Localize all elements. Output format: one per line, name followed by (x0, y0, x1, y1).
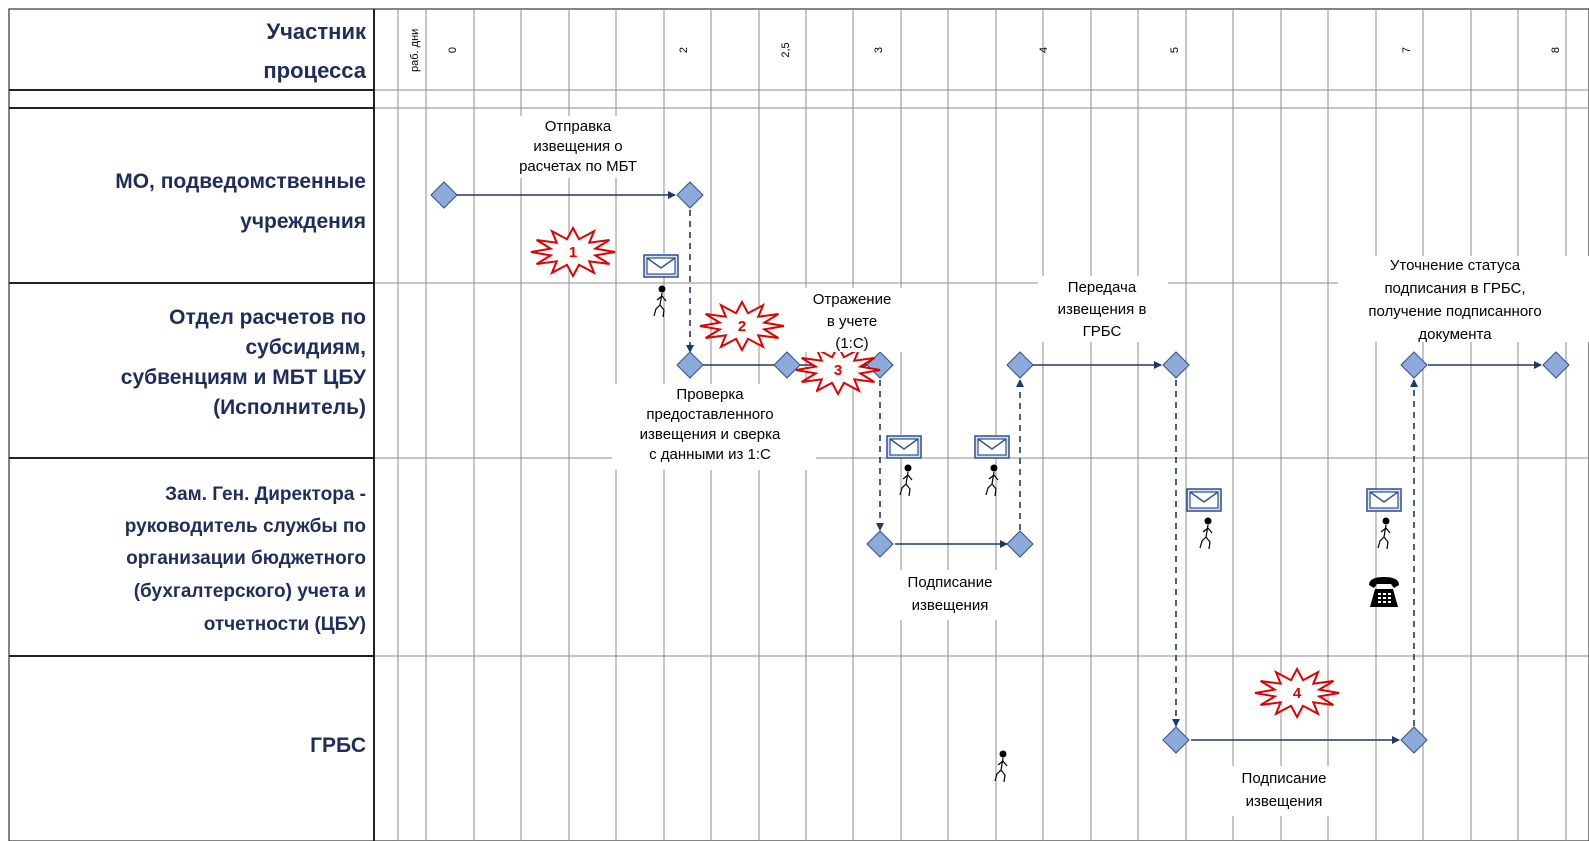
tick-label: 7 (1401, 47, 1413, 53)
diamond-node-icon (1400, 726, 1428, 754)
header-unit-label: раб. дни (409, 29, 421, 72)
walking-person-icon (1199, 517, 1213, 550)
burst-icon: 1 (530, 225, 616, 279)
note-check-line1: Проверка (676, 386, 744, 403)
lane-mo-label-line1: МО, подведомственные (115, 170, 366, 193)
lane-mo-label-line2: учреждения (240, 210, 366, 233)
note-transfer: Передача извещения в ГРБС (1038, 276, 1168, 342)
tick-label: 8 (1550, 47, 1562, 53)
burst-number: 2 (738, 318, 746, 335)
note-send: Отправка извещения о расчетах по МБТ (490, 116, 660, 178)
walking-person-icon (653, 285, 667, 318)
note-check-line2: предоставленного (646, 406, 773, 423)
walking-persons (653, 285, 1391, 783)
envelope-icon (643, 254, 679, 278)
envelope-icon (1366, 488, 1402, 512)
lane-grbs: ГРБС (310, 734, 366, 757)
envelopes (643, 254, 1402, 512)
walking-person-icon (994, 750, 1008, 783)
timeline-ticks: 0 2 2,5 3 4 5 7 8 (447, 42, 1562, 57)
note-clarify-line2: подписания в ГРБС, (1384, 280, 1525, 297)
lane-otdel-label-line4: (Исполнитель) (213, 396, 366, 419)
note-send-line1: Отправка (545, 118, 612, 135)
burst-icon: 4 (1254, 666, 1340, 720)
note-sign-grbs-line2: извещения (1246, 793, 1323, 810)
lane-zam-label-line5: отчетности (ЦБУ) (204, 614, 366, 635)
diamond-node-icon (1006, 351, 1034, 379)
burst-icon: 3 (795, 343, 881, 397)
envelope-icon (1186, 488, 1222, 512)
header-participant-line1: Участник (266, 19, 367, 44)
diamond-node-icon (430, 181, 458, 209)
diamond-node-icon (866, 351, 894, 379)
note-transfer-line2: извещения в (1058, 301, 1147, 318)
note-transfer-line1: Передача (1068, 279, 1137, 296)
note-clarify-line1: Уточнение статуса (1390, 257, 1521, 274)
lane-otdel-label-line1: Отдел расчетов по (169, 306, 366, 329)
diamond-node-icon (1400, 351, 1428, 379)
note-sign-grbs: Подписание извещения (1224, 766, 1344, 816)
diamond-node-icon (676, 181, 704, 209)
note-check-line4: с данными из 1:С (649, 446, 771, 463)
burst-number: 1 (569, 244, 577, 261)
flow-arrows (455, 191, 1542, 744)
lane-otdel: Отдел расчетов по субсидиям, субвенциям … (121, 306, 367, 419)
lane-zam: Зам. Ген. Директора - руководитель служб… (125, 484, 366, 635)
envelope-icon (974, 435, 1010, 459)
diamond-node-icon (773, 351, 801, 379)
diamond-node-icon (1162, 726, 1190, 754)
note-send-line2: извещения о (533, 138, 622, 155)
envelope-icon (886, 435, 922, 459)
diagram-frame (8, 8, 1589, 841)
lane-mo: МО, подведомственные учреждения (115, 170, 366, 233)
lane-otdel-label-line3: субвенциям и МБТ ЦБУ (121, 366, 367, 389)
tick-label: 5 (1169, 47, 1181, 53)
timeline-grid (397, 9, 1567, 841)
dashed-connectors (686, 210, 1418, 727)
note-sign-grbs-line1: Подписание (1242, 770, 1327, 787)
note-sign-zam-line2: извещения (912, 597, 989, 614)
telephone-icon (1369, 577, 1399, 607)
diamond-node-icon (1162, 351, 1190, 379)
lane-grbs-label: ГРБС (310, 734, 366, 757)
note-reflect-line2: в учете (827, 313, 877, 330)
note-check: Проверка предоставленного извещения и св… (612, 384, 816, 470)
diamond-node-icon (866, 530, 894, 558)
tick-label: 4 (1038, 47, 1050, 53)
note-reflect-line1: Отражение (813, 291, 892, 308)
note-check-line3: извещения и сверка (640, 426, 781, 443)
lane-zam-label-line4: (бухгалтерского) учета и (134, 581, 366, 602)
note-clarify-line4: документа (1418, 326, 1492, 343)
walking-person-icon (899, 464, 913, 497)
walking-person-icon (1377, 517, 1391, 550)
lane-otdel-label-line2: субсидиям, (245, 336, 366, 359)
tick-label: 2 (678, 47, 690, 53)
burst-icon: 2 (699, 299, 785, 353)
note-clarify-line3: получение подписанного (1368, 303, 1541, 320)
burst-number: 3 (834, 362, 842, 379)
tick-label: 2,5 (780, 42, 792, 57)
note-reflect-line3: (1:С) (835, 335, 868, 352)
note-send-line3: расчетах по МБТ (519, 158, 637, 175)
diamond-node-icon (1006, 530, 1034, 558)
tick-label: 3 (873, 47, 885, 53)
note-reflect: Отражение в учете (1:С) (796, 288, 908, 352)
risk-bursts: 1 2 3 4 (530, 225, 1340, 720)
process-nodes (430, 181, 1570, 754)
note-sign-zam-line1: Подписание (908, 574, 993, 591)
lane-zam-label-line2: руководитель службы по (125, 516, 366, 537)
walking-person-icon (985, 464, 999, 497)
burst-number: 4 (1293, 685, 1302, 702)
header-participant-line2: процесса (263, 58, 366, 83)
note-clarify: Уточнение статуса подписания в ГРБС, пол… (1338, 256, 1589, 343)
lane-zam-label-line1: Зам. Ген. Директора - (165, 484, 366, 505)
diamond-node-icon (1542, 351, 1570, 379)
note-transfer-line3: ГРБС (1083, 323, 1122, 340)
tick-label: 0 (447, 47, 459, 53)
note-sign-zam: Подписание извещения (890, 570, 1010, 620)
lane-zam-label-line3: организации бюджетного (126, 548, 366, 569)
diamond-node-icon (676, 351, 704, 379)
